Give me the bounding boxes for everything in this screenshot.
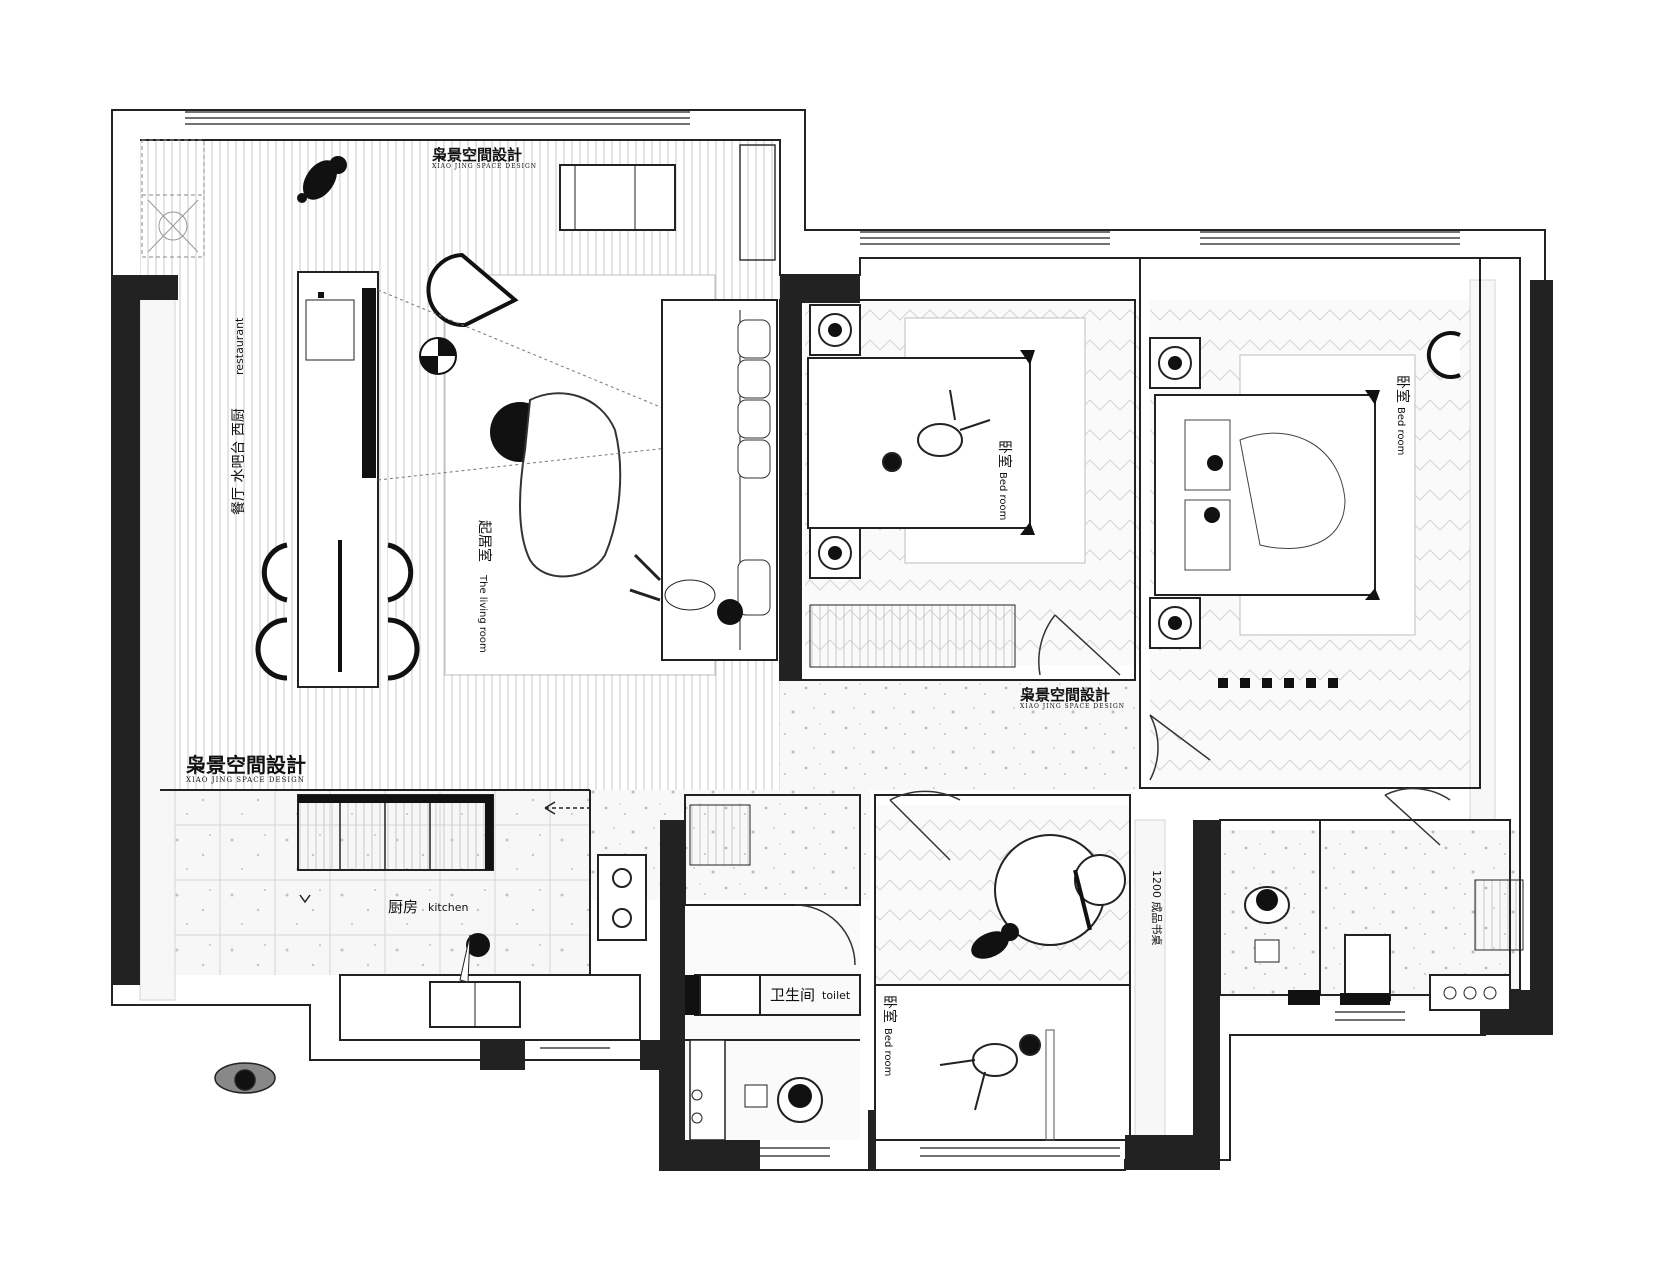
- wall-kitchen-bottom: [480, 1040, 525, 1070]
- bath-2-toilet: [1344, 934, 1391, 1001]
- toilet-sink-wall: [689, 1039, 726, 1141]
- svg-text:枭景空間設計: 枭景空間設計: [1019, 686, 1110, 704]
- brand-mark-mid: 枭景空間設計 XIAO JING SPACE DESIGN: [1019, 686, 1125, 710]
- nightstand-2b: [1149, 597, 1201, 649]
- wall-toilet-bottom: [660, 1140, 760, 1170]
- dog-icon: [297, 156, 347, 203]
- person-sitting-icon: [629, 553, 743, 625]
- dog-2-icon: [971, 923, 1019, 959]
- living-label-en: The living room: [477, 574, 488, 653]
- brand-mark-top: 枭景空間設計 XIAO JING SPACE DESIGN: [431, 146, 537, 170]
- armchair-top: [559, 164, 676, 231]
- outer-wall-outline: [111, 109, 1546, 1171]
- desk-annotation: 1200 成品书桌: [1150, 870, 1163, 946]
- kitchen-label-zh: 厨房: [388, 898, 418, 916]
- balcony-left: [139, 289, 176, 1001]
- wall-kitchen-right: [640, 1040, 660, 1070]
- bedroom-2-label-zh: 卧室: [1394, 375, 1411, 403]
- person-lying-icon: [939, 1034, 1041, 1111]
- person-walking-icon: [214, 1062, 276, 1094]
- nightstand-1a: [809, 304, 861, 356]
- lounge-chair: [426, 252, 519, 328]
- dining-label-zh: 餐厅 水吧台 西厨: [231, 408, 247, 515]
- wall-bed3-left: [868, 1110, 876, 1170]
- study-chair: [1074, 854, 1126, 906]
- wall-center-top: [780, 275, 860, 303]
- bedroom-3-label-en: Bed room: [882, 1028, 893, 1076]
- balcony-right-strip: [1469, 279, 1496, 821]
- person-cooking-icon: [459, 933, 490, 983]
- wall-left: [112, 275, 140, 985]
- bench-dots: [1218, 678, 1338, 688]
- person-shower-icon: [1244, 886, 1290, 924]
- svg-text:枭景空間設計: 枭景空間設計: [431, 146, 522, 164]
- living-label-zh: 起居室: [476, 520, 493, 562]
- wall-toilet-left: [660, 820, 685, 1170]
- bath-2-cabinet: [1429, 974, 1511, 1011]
- toilet-label-en: toilet: [822, 989, 851, 1002]
- hall-floor: [780, 680, 1140, 790]
- side-table: [419, 337, 457, 375]
- bed-1: [807, 357, 1031, 529]
- bath-2-sink: [1474, 879, 1524, 951]
- dining-stools: [255, 542, 420, 681]
- brand-mark-left: 枭景空間設計 XIAO JING SPACE DESIGN: [186, 753, 306, 784]
- person-sleeping-icon: [882, 389, 991, 472]
- wall-center-col: [780, 300, 802, 680]
- organic-sofa: [519, 392, 622, 578]
- bedroom-1-label-en: Bed room: [997, 472, 1008, 520]
- svg-text:XIAO JING SPACE DESIGN: XIAO JING SPACE DESIGN: [186, 776, 305, 784]
- nightstand-1b: [809, 527, 861, 579]
- svg-text:XIAO JING SPACE DESIGN: XIAO JING SPACE DESIGN: [1020, 703, 1125, 710]
- kitchen-label-en: kitchen: [428, 901, 469, 914]
- island-sink: [305, 299, 355, 361]
- wall-right: [1530, 280, 1553, 1015]
- toilet-vanity: [685, 975, 700, 1015]
- bedroom-1-label-zh: 卧室: [996, 440, 1013, 468]
- bedroom-3-label-zh: 卧室: [881, 995, 898, 1023]
- wall-mid-bottom: [1125, 1135, 1220, 1170]
- toilet-label-zh: 卫生间: [770, 986, 815, 1004]
- wall-left-top: [140, 275, 178, 300]
- reading-lamp: [1426, 331, 1461, 379]
- nightstand-2a: [1149, 337, 1201, 389]
- balcony-desk-strip: [1134, 819, 1166, 1151]
- inner-wall-outline: [140, 139, 1521, 991]
- kitchen-counter-top: [297, 794, 494, 871]
- bedroom-2-label-en: Bed room: [1395, 407, 1406, 455]
- wardrobe-1: [809, 604, 1016, 668]
- dining-label-en: restaurant: [233, 317, 246, 375]
- person-seated-toilet-icon: [777, 1077, 823, 1123]
- svg-text:XIAO JING SPACE DESIGN: XIAO JING SPACE DESIGN: [432, 163, 537, 170]
- wall-mid-col: [1193, 820, 1220, 1160]
- svg-text:枭景空間設計: 枭景空間設計: [186, 753, 306, 777]
- shower-seat: [699, 974, 761, 1016]
